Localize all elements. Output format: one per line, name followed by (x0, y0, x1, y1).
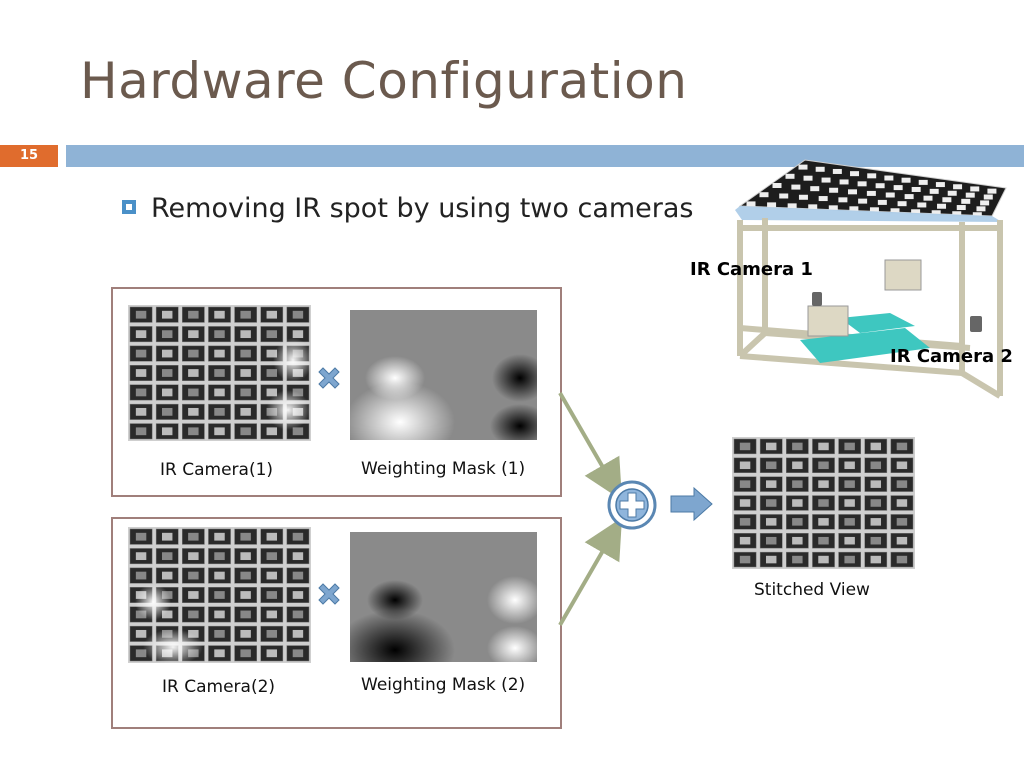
multiply-icon (318, 367, 340, 389)
stitched-view-label: Stitched View (754, 580, 870, 600)
bullet-square-icon (122, 200, 136, 214)
weighting-mask-1-label: Weighting Mask (1) (361, 459, 526, 479)
right-arrow-icon (670, 486, 713, 522)
page-number: 15 (0, 145, 58, 167)
header-bar (66, 145, 1024, 167)
bullet-text: Removing IR spot by using two cameras (151, 193, 694, 224)
ir-camera-2-image (128, 527, 311, 663)
multiply-icon (318, 583, 340, 605)
ir-camera-1-callout: IR Camera 1 (690, 259, 813, 280)
ir-camera-1-image (128, 305, 311, 441)
plus-circle-icon (607, 480, 657, 530)
weighting-mask-2-label: Weighting Mask (2) (361, 675, 526, 695)
ir-camera-1-label: IR Camera(1) (160, 460, 274, 480)
converging-arrows (558, 391, 623, 627)
hardware-rig-illustration (735, 159, 1007, 399)
arrow-bottom (558, 517, 623, 627)
ir-camera-2-label: IR Camera(2) (162, 677, 276, 697)
arrow-top (558, 391, 623, 501)
weighting-mask-1-image (350, 310, 537, 440)
weighting-mask-2-image (350, 532, 537, 662)
slide-title: Hardware Configuration (80, 52, 688, 110)
ir-camera-2-callout: IR Camera 2 (890, 346, 1013, 367)
stitched-view-image (732, 437, 915, 569)
